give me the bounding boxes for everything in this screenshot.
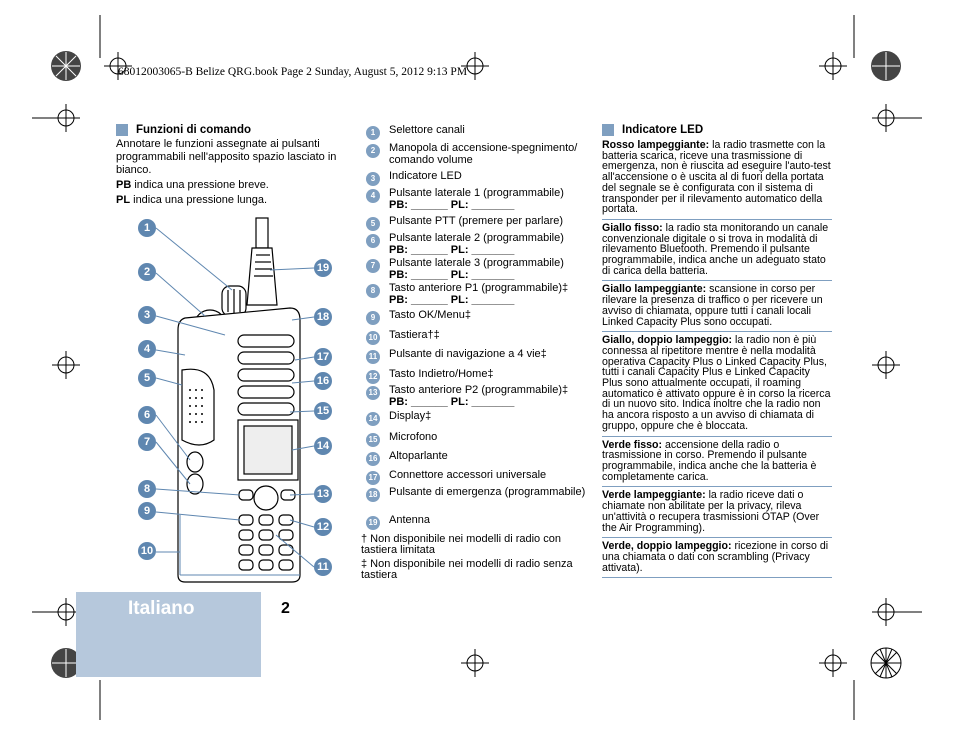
pl-line: PL indica una pressione lunga. — [116, 194, 268, 206]
led-heading: Indicatore LED — [602, 124, 703, 136]
led-heading-text: Indicatore LED — [622, 124, 704, 136]
pb-line: PB indica una pressione breve. — [116, 179, 269, 191]
running-header: 68012003065-B Belize QRG.book Page 2 Sun… — [118, 66, 468, 78]
registration-target-tl — [104, 52, 132, 80]
callout-8: 8 — [138, 480, 156, 498]
language-label: Italiano — [128, 598, 195, 619]
led-descriptions: Rosso lampeggiante: la radio trasmette c… — [602, 140, 832, 581]
callout-15: 15 — [314, 402, 332, 420]
callout-13: 13 — [314, 485, 332, 503]
led-entry: Verde, doppio lampeggio: ricezione in co… — [602, 541, 832, 579]
controls-intro: Annotare le funzioni assegnate ai pulsan… — [116, 138, 342, 209]
led-entry: Giallo, doppio lampeggio: la radio non è… — [602, 335, 832, 437]
callout-1: 1 — [138, 219, 156, 237]
callout-6: 6 — [138, 406, 156, 424]
controls-heading-text: Funzioni di comando — [136, 124, 251, 136]
callout-3: 3 — [138, 306, 156, 324]
callout-7: 7 — [138, 433, 156, 451]
callout-9: 9 — [138, 502, 156, 520]
footnote-dagger: † Non disponibile nei modelli di radio c… — [361, 533, 561, 556]
callout-10: 10 — [138, 542, 156, 560]
callout-19: 19 — [314, 259, 332, 277]
callout-17: 17 — [314, 348, 332, 366]
led-entry: Giallo fisso: la radio sta monitorando u… — [602, 223, 832, 282]
led-entry: Verde fisso: accensione della radio o tr… — [602, 439, 832, 488]
led-entry: Giallo lampeggiante: scansione in corso … — [602, 284, 832, 333]
footnote-ddagger: ‡ Non disponibile nei modelli di radio s… — [361, 558, 573, 581]
callout-2: 2 — [138, 263, 156, 281]
callout-18: 18 — [314, 308, 332, 326]
section-square-icon — [116, 124, 128, 136]
callout-14: 14 — [314, 437, 332, 455]
intro-text: Annotare le funzioni assegnate ai pulsan… — [116, 138, 337, 176]
controls-heading: Funzioni di comando — [116, 124, 251, 136]
section-square-icon — [602, 124, 614, 136]
callout-5: 5 — [138, 369, 156, 387]
led-entry: Rosso lampeggiante: la radio trasmette c… — [602, 140, 832, 220]
callout-4: 4 — [138, 340, 156, 358]
callout-16: 16 — [314, 372, 332, 390]
language-tab — [76, 592, 261, 677]
callout-12: 12 — [314, 518, 332, 536]
led-entry: Verde lampeggiante: la radio riceve dati… — [602, 490, 832, 539]
page-number: 2 — [281, 600, 290, 617]
callout-11: 11 — [314, 558, 332, 576]
